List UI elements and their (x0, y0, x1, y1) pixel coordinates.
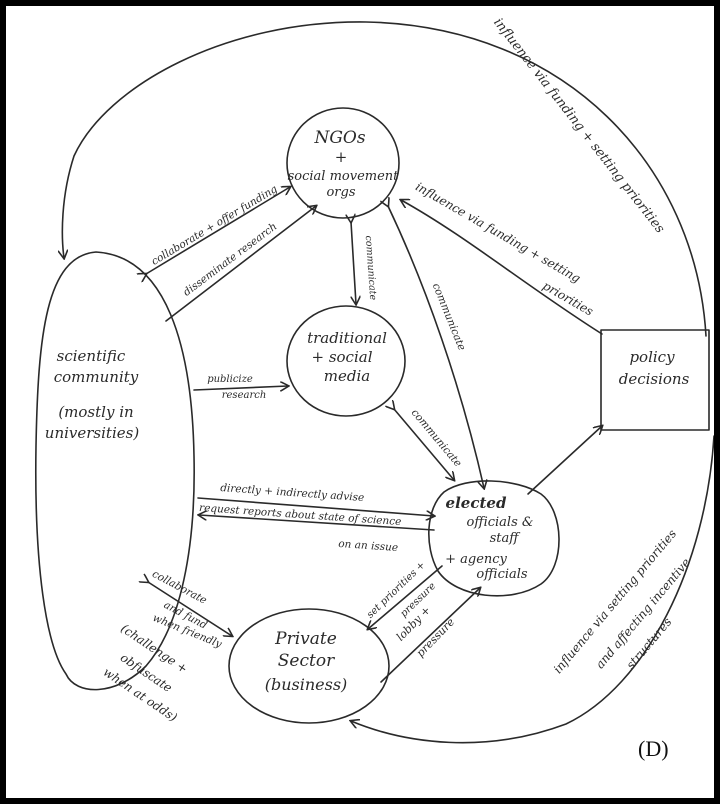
node-private-line-3: (business) (265, 675, 348, 694)
edge-collab-funding-label: collaborate + offer funding (149, 183, 279, 268)
edge-request-label-2: on an issue (338, 538, 399, 554)
edge-request-arrow (199, 515, 435, 531)
edge-funding-outer-arrow (62, 21, 707, 337)
node-elected-line-5: officials (476, 567, 528, 582)
edge-lobby-arrow (380, 588, 480, 683)
node-scientific-line-2: community (54, 368, 139, 386)
node-elected-line-2: officials & (467, 515, 534, 530)
edge-comm-media-ngos-arrow (351, 222, 356, 304)
edge-set-priorities-arrow (368, 565, 443, 629)
edge-collab-funding-arrow (146, 187, 290, 274)
node-ngos-shape (286, 107, 400, 219)
edge-disseminate-arrow (165, 206, 316, 322)
node-policy-line-2: decisions (619, 370, 690, 388)
node-private-line-1: Private (274, 629, 337, 649)
node-policy-shape (600, 329, 710, 431)
node-elected-line-1: elected (446, 494, 507, 512)
edge-funding-ngos-arrow (401, 200, 603, 335)
edge-publicize-arrow (193, 386, 288, 390)
edge-elected-policy-arrow (527, 426, 602, 495)
node-media-line-1: traditional (307, 329, 387, 347)
node-media-line-2: + social (311, 348, 372, 366)
diagram-canvas: NGOs + social movement orgs traditional … (6, 6, 714, 798)
node-scientific-shape (34, 251, 195, 691)
node-scientific-line-1: scientific (57, 347, 126, 365)
edge-advise-arrow (197, 497, 434, 516)
panel-label: (D) (638, 736, 669, 761)
edge-publicize-label-2: research (222, 390, 267, 401)
edge-comm-ngos-elected-arrow (388, 206, 484, 488)
node-media-line-3: media (324, 367, 370, 385)
node-elected-line-3: staff (490, 531, 522, 546)
node-scientific-line-4: universities) (45, 424, 140, 442)
edge-comm-media-ngos-label: communicate (363, 235, 379, 301)
node-ngos-line-3: social movement (288, 169, 400, 184)
node-scientific-line-3: (mostly in (58, 403, 133, 421)
edge-comm-media-elected-arrow (394, 409, 454, 480)
edge-comm-ngos-elected-label: communicate (430, 281, 468, 352)
node-ngos-line-1: NGOs (313, 128, 365, 148)
edge-funding-ngos-label: influence via funding + setting (413, 179, 583, 285)
node-private-shape (228, 608, 390, 724)
edge-collab-private-arrow (148, 582, 232, 636)
edge-funding-outer-label: influence via funding + setting prioriti… (490, 15, 667, 236)
node-elected-shape (428, 480, 560, 597)
node-private-line-2: Sector (278, 651, 335, 671)
edge-influence-private-arrow (351, 435, 714, 744)
edge-collab-private-label-1: collaborate (150, 568, 209, 607)
node-ngos-line-4: orgs (326, 185, 355, 200)
node-elected-line-4: + agency (445, 552, 507, 567)
node-ngos-line-2: + (335, 148, 348, 166)
node-policy-line-1: policy (629, 348, 675, 366)
edge-publicize-label: publicize (207, 374, 253, 385)
